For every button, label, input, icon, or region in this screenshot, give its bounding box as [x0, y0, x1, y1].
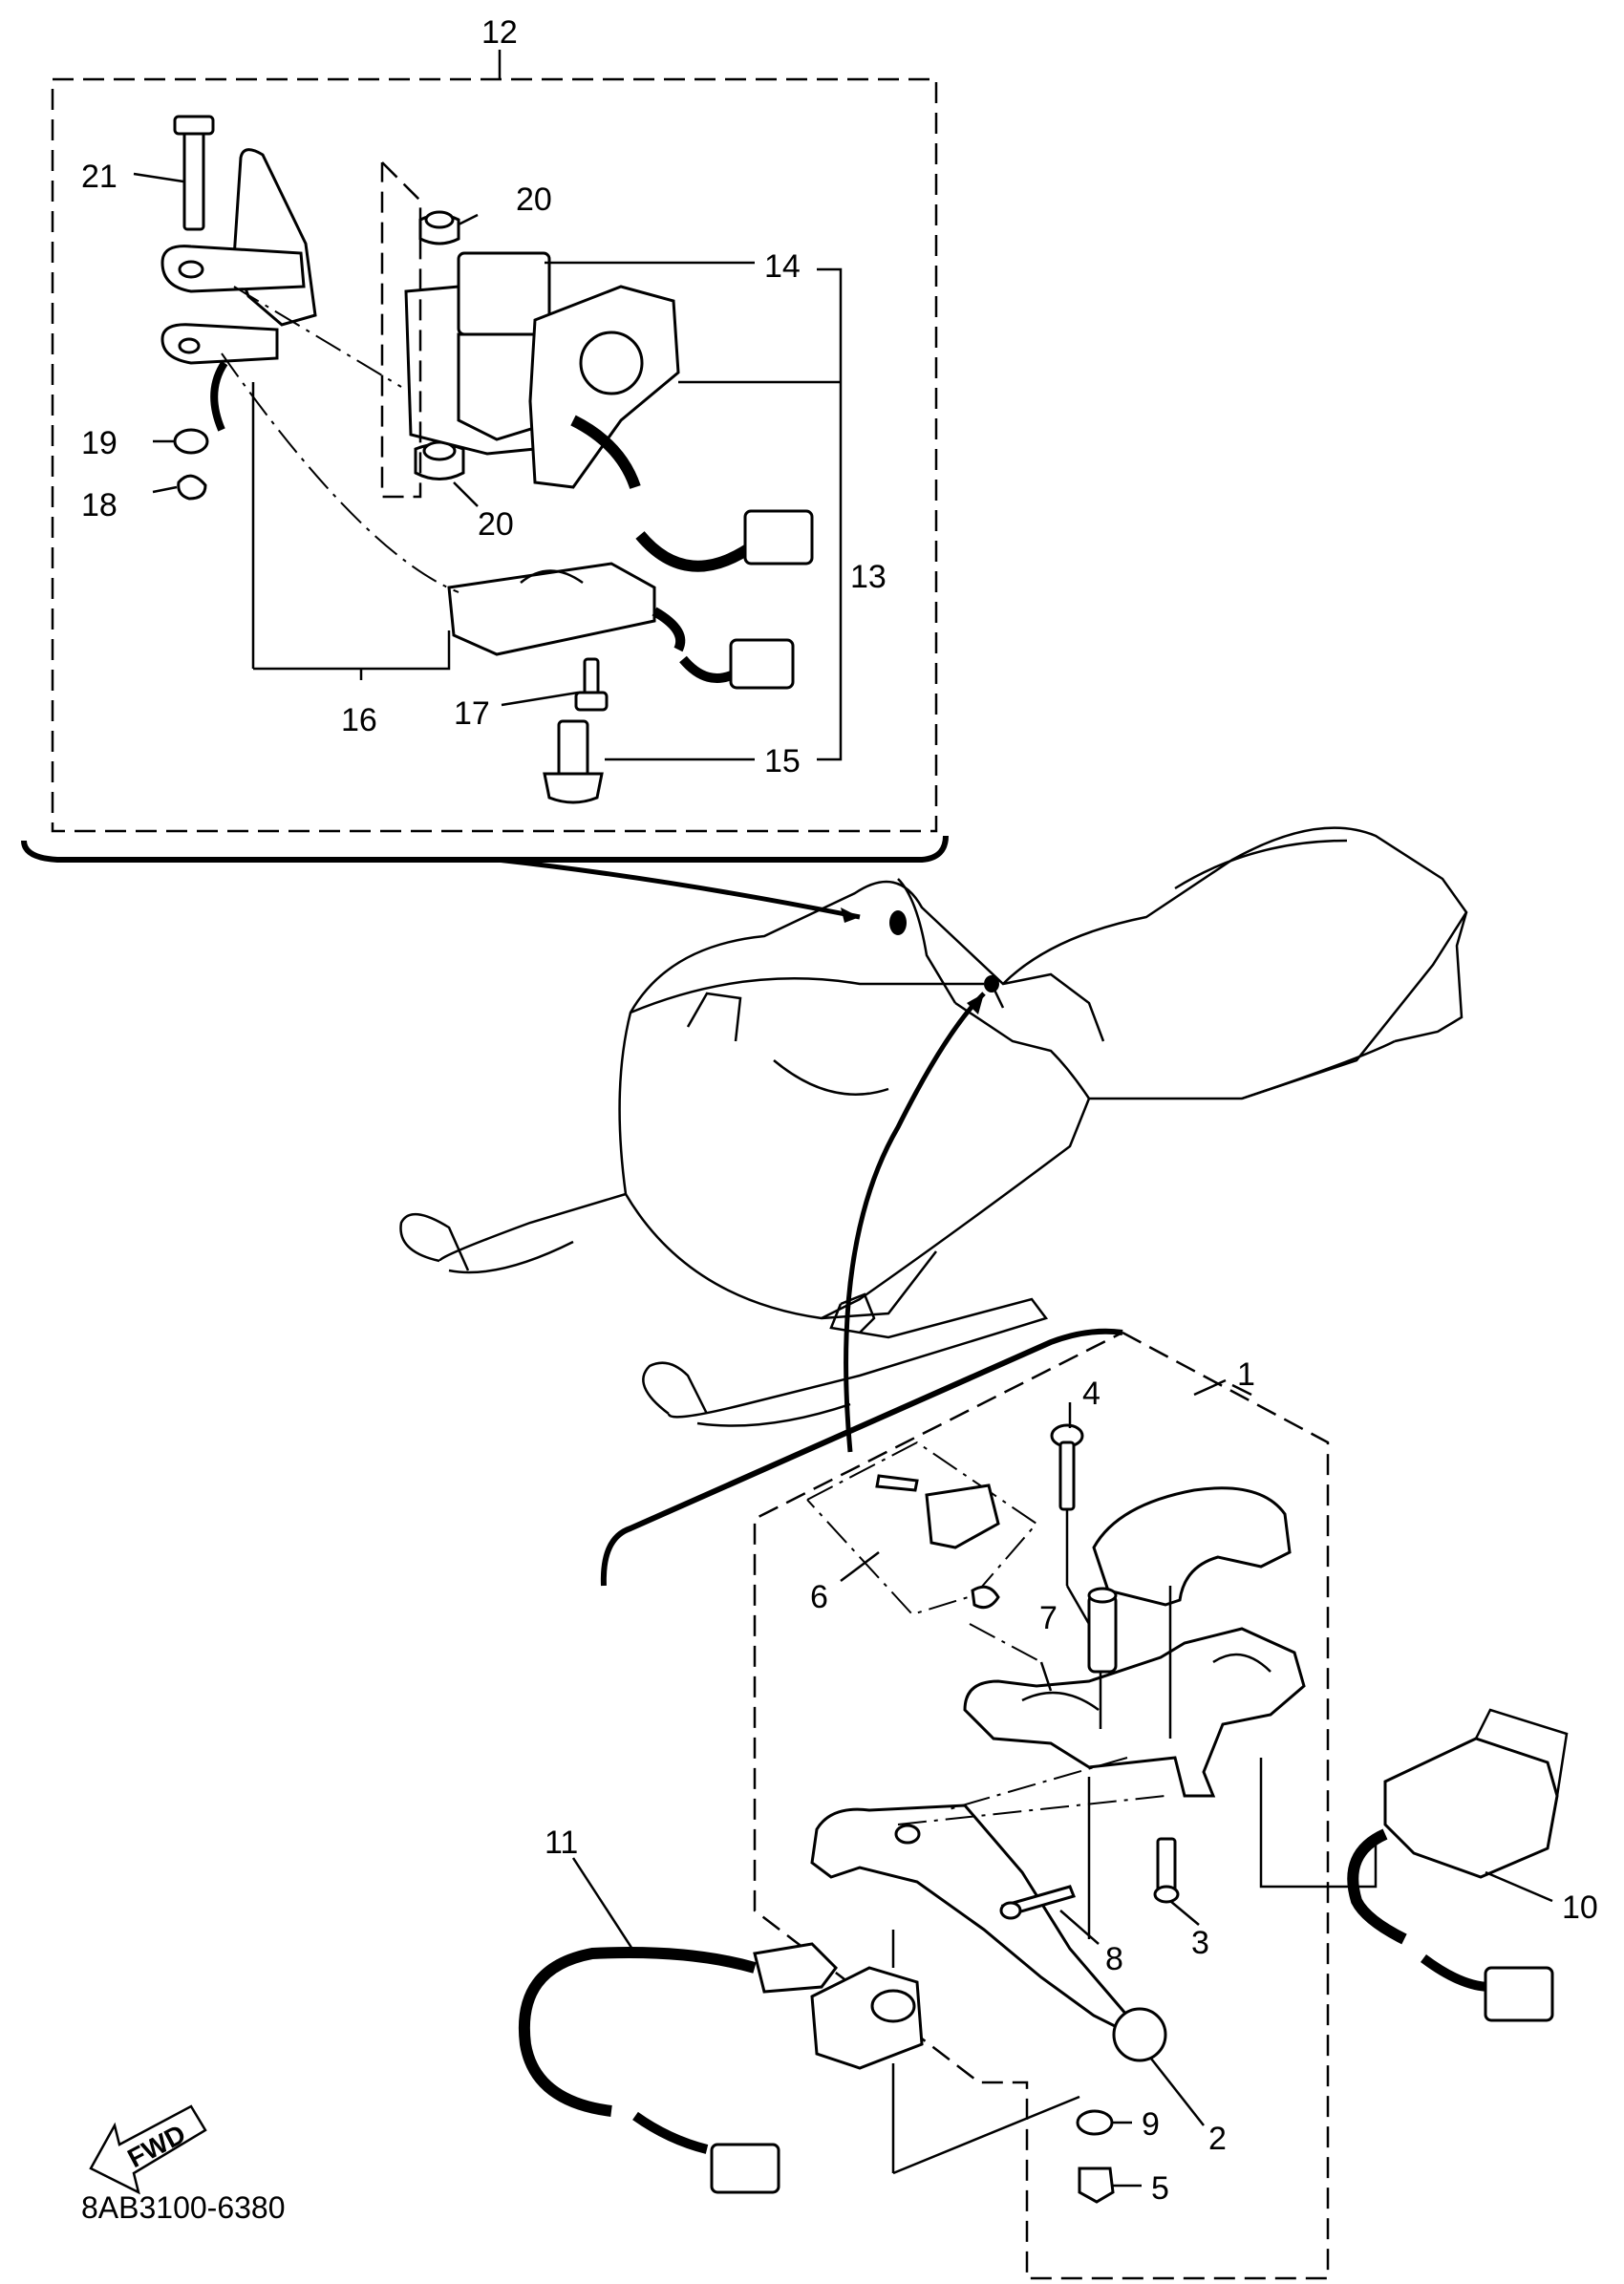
grommet-parts [414, 210, 465, 480]
snowmobile-illustration [399, 826, 1468, 1453]
callout-9: 9 [1142, 2106, 1160, 2143]
leader-lines-1 [571, 1378, 1553, 2188]
callout-15: 15 [764, 743, 801, 779]
detail-group-6 [806, 1441, 1038, 1616]
callout-5: 5 [1151, 2170, 1169, 2207]
nut-washer-parts [1076, 2109, 1115, 2204]
drawing-code: 8AB3100-6380 [81, 2190, 286, 2225]
callout-13: 13 [850, 559, 887, 595]
connector-10 [1347, 1708, 1569, 2022]
callout-1: 1 [1237, 1356, 1255, 1393]
bolt-pin-parts [1050, 1423, 1118, 1674]
callout-11: 11 [545, 1825, 578, 1861]
callout-6: 6 [810, 1579, 828, 1615]
callout-21: 21 [81, 159, 118, 195]
callout-20-top: 20 [516, 181, 552, 218]
callout-16: 16 [341, 702, 377, 738]
lever-housing-cover [1092, 1486, 1292, 1607]
callout-19: 19 [81, 425, 118, 461]
callout-3: 3 [1191, 1925, 1209, 1961]
lever-bracket [963, 1627, 1306, 1798]
callout-17: 17 [454, 695, 490, 732]
washer-parts [173, 428, 209, 501]
callout-8: 8 [1105, 1941, 1123, 1977]
bracket-part [160, 115, 317, 432]
callout-2: 2 [1208, 2121, 1227, 2157]
lever-screws [999, 1837, 1180, 1920]
callout-10: 10 [1562, 1889, 1598, 1926]
switch-11 [518, 1930, 1080, 2194]
brake-lever [810, 1804, 1167, 2062]
detail-group-1 [600, 1328, 1330, 2280]
callout-12: 12 [481, 14, 518, 51]
callout-4: 4 [1082, 1376, 1100, 1412]
throttle-switch-module [404, 251, 814, 572]
callout-7: 7 [1039, 1600, 1058, 1636]
lower-housing [447, 562, 795, 690]
callout-20-bottom: 20 [478, 506, 514, 543]
callout-18: 18 [81, 487, 118, 523]
callout-14: 14 [764, 248, 801, 285]
fwd-direction-arrow: FWD [89, 2104, 207, 2195]
callout-labels: 12 21 20 14 19 18 20 13 16 17 15 1 4 6 7… [81, 14, 1598, 2207]
screw-parts [543, 657, 609, 804]
detail-group-12 [21, 50, 949, 923]
leader-lines-12 [133, 161, 843, 761]
